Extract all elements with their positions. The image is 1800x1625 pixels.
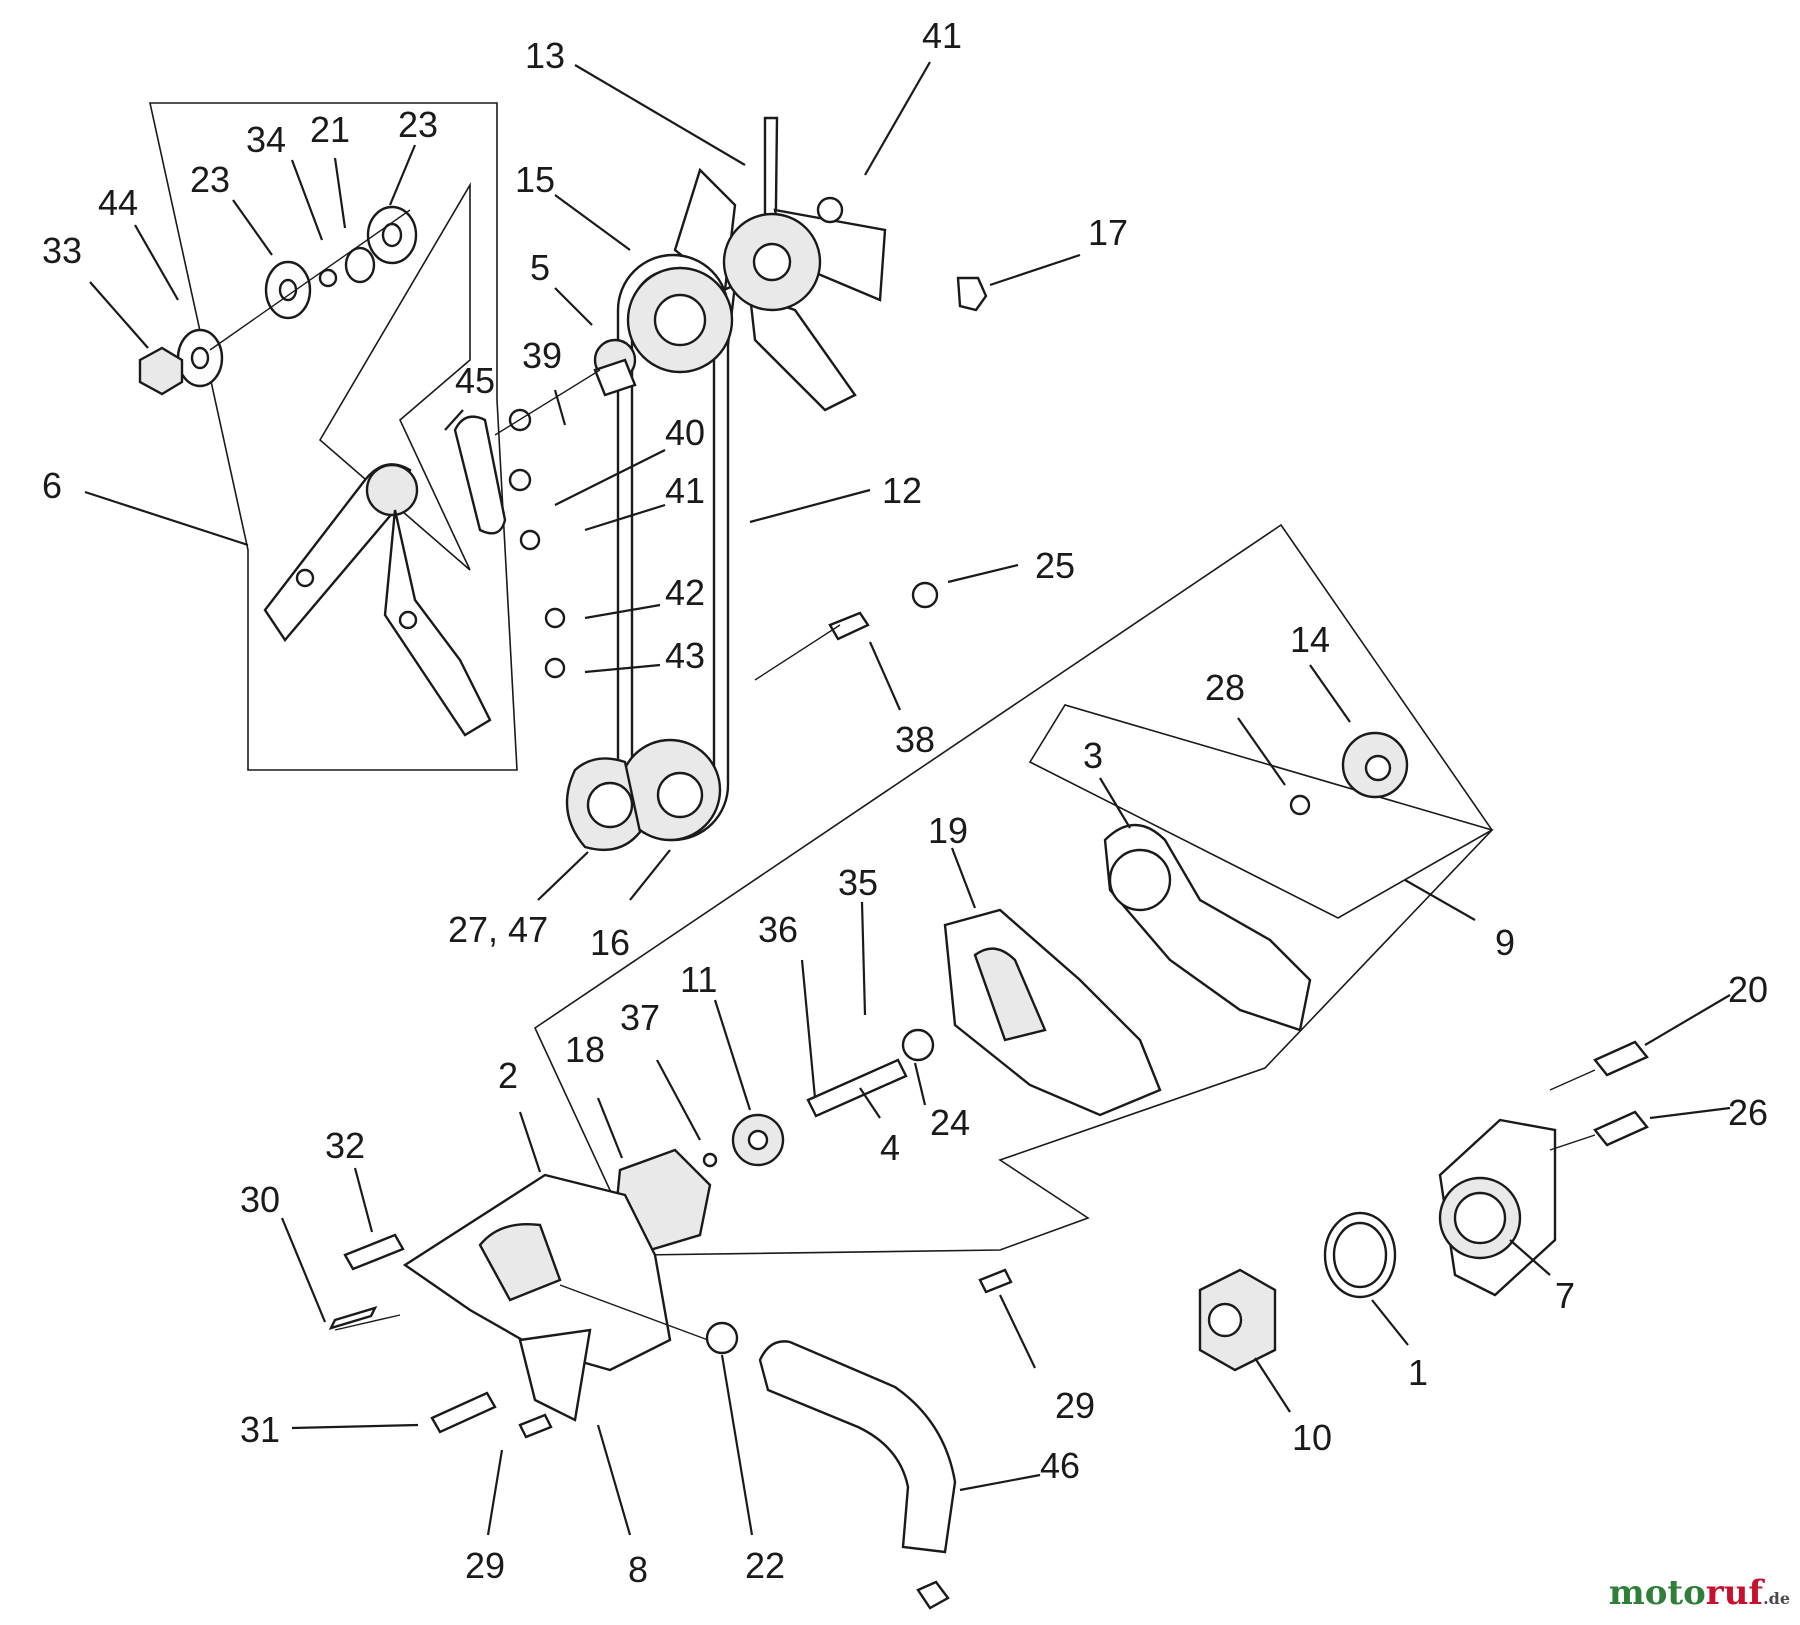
frame-6-inner <box>318 182 471 571</box>
callout-33: 33 <box>42 230 82 271</box>
callout-34: 34 <box>246 119 286 160</box>
callout-18: 18 <box>565 1029 605 1070</box>
callout-8: 8 <box>628 1549 648 1590</box>
small-parts-top <box>138 196 988 641</box>
callout-38: 38 <box>895 719 935 760</box>
callout-24: 24 <box>930 1102 970 1143</box>
callout-6: 6 <box>42 465 62 506</box>
callout-42: 42 <box>665 572 705 613</box>
callout-40: 40 <box>665 412 705 453</box>
callout-9: 9 <box>1495 922 1515 963</box>
callout-15: 15 <box>515 159 555 200</box>
callout-21: 21 <box>310 109 350 150</box>
frame-6-outer <box>149 102 518 771</box>
brand-watermark: motoruf.de <box>1609 1573 1790 1613</box>
callout-43: 43 <box>665 635 705 676</box>
watermark-prefix: moto <box>1608 1573 1706 1613</box>
callout-13: 13 <box>525 35 565 76</box>
callout-39: 39 <box>522 335 562 376</box>
callout-25: 25 <box>1035 545 1075 586</box>
callout-1: 1 <box>1408 1352 1428 1393</box>
callout-16: 16 <box>590 922 630 963</box>
callout-5: 5 <box>530 247 550 288</box>
callout-27-47: 27, 47 <box>448 909 548 950</box>
callout-2: 2 <box>498 1055 518 1096</box>
leader-lines <box>84 61 1731 1536</box>
callout-20: 20 <box>1728 969 1768 1010</box>
callout-37: 37 <box>620 997 660 1038</box>
pump-body <box>402 1173 672 1422</box>
callout-14: 14 <box>1290 619 1330 660</box>
hose-and-clamps <box>705 1321 957 1610</box>
callout-labels: 13 41 15 17 23 34 21 23 44 33 5 39 45 40… <box>42 15 1768 1590</box>
callout-23: 23 <box>398 104 438 145</box>
watermark-tld: .de <box>1763 1589 1790 1608</box>
callout-31: 31 <box>240 1409 280 1450</box>
callout-11: 11 <box>680 959 717 1000</box>
callout-17: 17 <box>1088 212 1128 253</box>
callout-41: 41 <box>922 15 962 56</box>
assembly-frames <box>149 102 1495 1256</box>
outlet-parts <box>1198 1118 1557 1372</box>
callout-28: 28 <box>1205 667 1245 708</box>
callout-32: 32 <box>325 1125 365 1166</box>
frame-cover-group <box>533 523 1494 1256</box>
callout-3: 3 <box>1083 735 1103 776</box>
callout-26: 26 <box>1728 1092 1768 1133</box>
callout-29: 29 <box>465 1545 505 1586</box>
callout-12: 12 <box>882 470 922 511</box>
cover-and-gasket <box>1103 731 1409 1032</box>
bolts <box>328 1040 1649 1439</box>
callout-35: 35 <box>838 862 878 903</box>
callout-44: 44 <box>98 182 138 223</box>
callout-29: 29 <box>1055 1385 1095 1426</box>
callout-10: 10 <box>1292 1417 1332 1458</box>
callout-7: 7 <box>1555 1275 1575 1316</box>
pump-housing <box>943 908 1162 1117</box>
callout-45: 45 <box>455 360 495 401</box>
callout-4: 4 <box>880 1127 900 1168</box>
callout-22: 22 <box>745 1545 785 1586</box>
parts <box>138 116 1649 1610</box>
callout-23: 23 <box>190 159 230 200</box>
linkage-assembly <box>263 408 566 737</box>
callout-19: 19 <box>928 810 968 851</box>
belt-and-pulleys <box>565 253 734 851</box>
guide-lines <box>209 209 1596 1341</box>
watermark-suffix-brand: ruf <box>1705 1573 1764 1613</box>
callout-41: 41 <box>665 470 705 511</box>
callout-46: 46 <box>1040 1445 1080 1486</box>
callout-30: 30 <box>240 1179 280 1220</box>
callout-36: 36 <box>758 909 798 950</box>
